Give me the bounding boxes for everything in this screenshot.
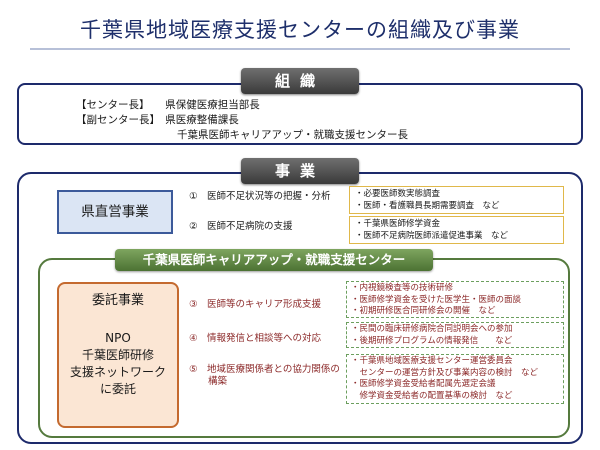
detail-line: 修学資金受給者の配置基準の検討 など	[351, 390, 513, 401]
detail-line: ・千葉県医師修学資金	[355, 219, 441, 229]
page-title: 千葉県地域医療支援センターの組織及び事業	[80, 18, 520, 42]
career-item-3-details: ・内視鏡検査等の技術研修 ・医師修学資金を受けた医学生・医師の面談 ・初期研修医…	[346, 281, 564, 318]
detail-line: ・医師不足病院医師派遣促進事業 など	[355, 230, 509, 241]
entrusted-line: NPO	[105, 331, 131, 345]
org-line-career-center-head: 千葉県医師キャリアアップ・就職支援センター長	[177, 129, 408, 141]
career-item-3: ③ 医師等のキャリア形成支援	[189, 299, 322, 310]
organization-heading: 組織	[241, 68, 359, 94]
org-line-director: 【センター長】 県保健医療担当部長	[76, 99, 260, 111]
entrusted-heading: 委託事業	[91, 293, 144, 308]
detail-line: ・後期研修プログラムの情報発信 など	[351, 335, 513, 346]
detail-line: ・医師修学資金受給者配属先選定会議	[351, 379, 496, 389]
career-item-5-cont: 構築	[189, 376, 228, 387]
projects-heading: 事業	[241, 158, 359, 184]
entrusted-projects-box: 委託事業 NPO 千葉医師研修 支援ネットワーク に委託	[57, 282, 179, 428]
career-item-4-details: ・民間の臨床研修病院合同説明会への参加 ・後期研修プログラムの情報発信 など	[346, 322, 564, 348]
direct-item-1: ① 医師不足状況等の把握・分析	[189, 191, 331, 202]
org-line-deputy: 【副センター長】 県医療整備課長	[76, 114, 239, 126]
title-divider	[30, 48, 570, 50]
career-item-4: ④ 情報発信と相談等への対応	[189, 333, 322, 344]
detail-line: ・初期研修医合同研修会の開催 など	[351, 306, 496, 316]
entrusted-line: 支援ネットワーク	[69, 365, 166, 379]
entrusted-line: に委託	[99, 382, 136, 396]
direct-item-2: ② 医師不足病院の支援	[189, 221, 293, 232]
detail-line: ・医師修学資金を受けた医学生・医師の面談	[351, 294, 522, 305]
entrusted-line: 千葉医師研修	[81, 348, 154, 362]
detail-line: ・千葉県地域医療支援センター運営委員会	[351, 356, 513, 366]
detail-line: ・必要医師数実態調査	[355, 189, 441, 199]
career-item-5: ⑤ 地域医療関係者との協力関係の	[189, 364, 340, 375]
career-item-5-details: ・千葉県地域医療支援センター運営委員会 センターの運営方針及び事業内容の検討 な…	[346, 354, 564, 404]
detail-line: ・医師・看護職員長期需要調査 など	[355, 200, 500, 211]
direct-projects-label: 県直営事業	[57, 190, 173, 234]
detail-line: センターの運営方針及び事業内容の検討 など	[351, 367, 539, 378]
career-center-heading: 千葉県医師キャリアアップ・就職支援センター	[115, 249, 433, 271]
detail-line: ・民間の臨床研修病院合同説明会への参加	[351, 324, 513, 334]
direct-item-2-details: ・千葉県医師修学資金 ・医師不足病院医師派遣促進事業 など	[349, 216, 564, 244]
direct-item-1-details: ・必要医師数実態調査 ・医師・看護職員長期需要調査 など	[349, 186, 564, 214]
detail-line: ・内視鏡検査等の技術研修	[351, 283, 454, 293]
